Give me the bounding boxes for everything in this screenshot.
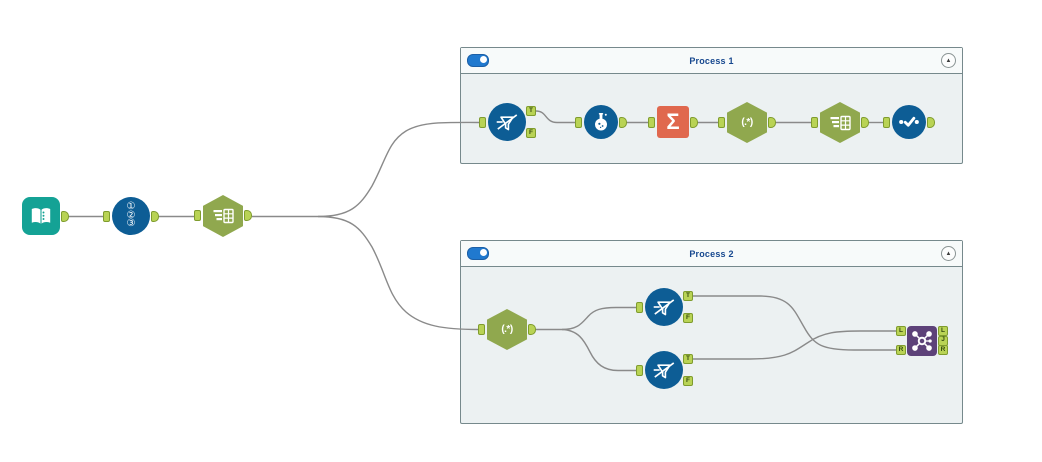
- digit-1: ①: [126, 201, 136, 213]
- summarize-sigma-icon: Σ: [657, 106, 689, 138]
- toggle-knob: [480, 56, 487, 63]
- output-port-true: T: [683, 291, 693, 301]
- output-port-true: T: [683, 354, 693, 364]
- output-port-join: J: [938, 335, 948, 346]
- collapse-button[interactable]: ▲: [941, 53, 956, 68]
- input-anchor: [636, 365, 643, 376]
- input-anchor: [718, 117, 725, 128]
- formula-flask-icon: [584, 105, 618, 139]
- wire: [317, 121, 480, 218]
- tool-unique[interactable]: [883, 105, 935, 139]
- input-anchor: [478, 324, 485, 335]
- input-port-right: R: [896, 345, 906, 355]
- select-table-icon: [820, 102, 860, 143]
- wire: [317, 215, 479, 331]
- output-port-true: T: [526, 106, 536, 116]
- caret-up-icon: ▲: [945, 57, 952, 64]
- tool-regex-1[interactable]: (.*): [718, 102, 776, 143]
- container-header[interactable]: Process 2 ▲: [461, 241, 962, 267]
- input-anchor: [103, 211, 110, 222]
- tool-filter-1[interactable]: T F: [479, 103, 536, 141]
- input-anchor: [575, 117, 582, 128]
- output-anchor: [244, 210, 252, 221]
- container-title: Process 2: [689, 248, 734, 259]
- tool-container-process-1[interactable]: Process 1 ▲: [460, 47, 963, 164]
- tool-filter-2[interactable]: T F: [636, 288, 693, 326]
- wire: [561, 328, 636, 372]
- input-anchor: [883, 117, 890, 128]
- output-anchor: [690, 117, 698, 128]
- output-port-false: F: [526, 128, 536, 138]
- regex-icon: (.*): [487, 309, 527, 350]
- tool-input-data[interactable]: [22, 197, 69, 235]
- tool-select[interactable]: [194, 195, 252, 237]
- regex-label: (.*): [741, 117, 753, 128]
- record-id-123-icon: ① ② ③: [112, 197, 150, 235]
- output-port-false: F: [683, 376, 693, 386]
- output-anchor: [619, 117, 627, 128]
- sigma-glyph: Σ: [666, 109, 680, 134]
- input-anchor: [479, 117, 486, 128]
- select-table-icon: [203, 195, 243, 237]
- unique-check-icon: [892, 105, 926, 139]
- tool-summarize[interactable]: Σ: [648, 106, 698, 138]
- wire: [693, 330, 896, 360]
- filter-funnel-icon: [488, 103, 526, 141]
- tool-formula[interactable]: [575, 105, 627, 139]
- tool-regex-2[interactable]: (.*): [478, 309, 536, 350]
- container-header[interactable]: Process 1 ▲: [461, 48, 962, 74]
- container-enable-toggle[interactable]: [467, 54, 489, 67]
- tool-record-id[interactable]: ① ② ③: [103, 197, 159, 235]
- tool-container-process-2[interactable]: Process 2 ▲: [460, 240, 963, 424]
- input-port-left: L: [896, 326, 906, 336]
- container-enable-toggle[interactable]: [467, 247, 489, 260]
- input-anchor: [811, 117, 818, 128]
- input-anchor: [648, 117, 655, 128]
- filter-funnel-icon: [645, 351, 683, 389]
- wire: [693, 295, 896, 351]
- wire: [561, 306, 636, 331]
- input-anchor: [636, 302, 643, 313]
- output-anchor: [61, 211, 69, 222]
- output-port-false: F: [683, 313, 693, 323]
- input-anchor: [194, 210, 201, 221]
- regex-label: (.*): [501, 324, 513, 335]
- output-anchor: [768, 117, 776, 128]
- filter-funnel-icon: [645, 288, 683, 326]
- output-anchor: [528, 324, 536, 335]
- tool-join[interactable]: L R L J R: [896, 326, 948, 356]
- wire: [535, 110, 575, 124]
- output-port-left: L: [938, 326, 948, 336]
- tool-filter-3[interactable]: T F: [636, 351, 693, 389]
- output-port-right: R: [938, 345, 948, 355]
- digit-2: ②: [126, 209, 136, 221]
- output-anchor: [927, 117, 935, 128]
- output-anchor: [861, 117, 869, 128]
- regex-icon: (.*): [727, 102, 767, 143]
- container-title: Process 1: [689, 55, 734, 66]
- caret-up-icon: ▲: [945, 250, 952, 257]
- tool-select-2[interactable]: [811, 102, 869, 143]
- output-anchor: [151, 211, 159, 222]
- collapse-button[interactable]: ▲: [941, 246, 956, 261]
- open-book-icon: [22, 197, 60, 235]
- toggle-knob: [480, 249, 487, 256]
- digit-3: ③: [126, 218, 136, 230]
- join-network-icon: [907, 326, 937, 356]
